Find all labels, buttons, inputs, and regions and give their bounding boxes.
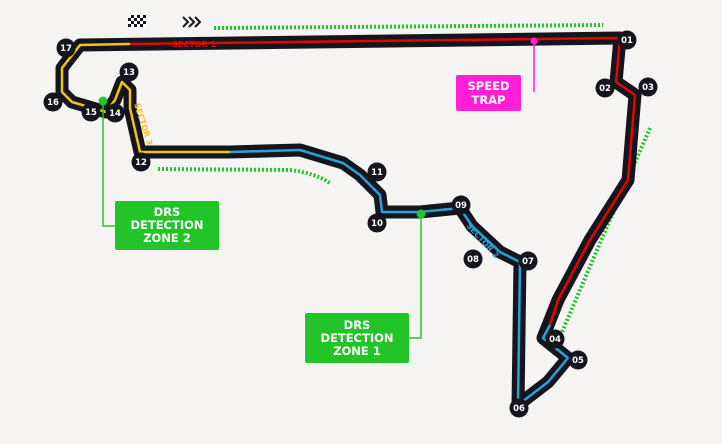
svg-text:09: 09 [455, 201, 467, 211]
sector1-line [129, 36, 637, 326]
turn-marker-15: 15 [81, 102, 101, 122]
svg-text:03: 03 [642, 83, 654, 93]
drs-zone-2-line3: ZONE 2 [143, 231, 191, 245]
turn-marker-13: 13 [119, 62, 139, 82]
svg-text:04: 04 [549, 335, 561, 345]
svg-text:17: 17 [60, 44, 72, 54]
drs-zone-2-marker [98, 96, 108, 106]
svg-text:07: 07 [522, 257, 534, 267]
svg-text:08: 08 [467, 255, 479, 265]
drs-zone-1-marker [416, 209, 426, 219]
drs-zone-back-straight [560, 127, 652, 333]
turn-marker-05: 05 [568, 350, 588, 370]
turn-marker-06: 06 [509, 398, 529, 418]
drs-zone-2-callout: DRS DETECTION ZONE 2 [115, 201, 219, 250]
drs-zone-2-leader [102, 101, 115, 227]
turn-marker-16: 16 [43, 92, 63, 112]
sector1-label: SECTOR 1 [172, 40, 216, 49]
drs-zone-1-line2: DETECTION [320, 331, 393, 345]
speed-trap-marker [530, 37, 538, 45]
drs-zone-2-line1: DRS [154, 205, 181, 219]
drs-zone-1-callout: DRS DETECTION ZONE 1 [305, 313, 409, 363]
svg-text:05: 05 [572, 356, 584, 366]
svg-text:16: 16 [47, 98, 59, 108]
turn-marker-02: 02 [595, 78, 615, 98]
turn-markers: 01 02 03 04 05 06 07 08 09 10 11 12 13 1… [43, 30, 658, 418]
drs-zone-main-straight [213, 23, 604, 30]
speed-trap-line1: SPEED [468, 79, 510, 93]
drs-zone-1-line1: DRS [344, 318, 371, 332]
direction-chevrons-icon [182, 16, 202, 28]
svg-text:01: 01 [621, 36, 633, 46]
sector2-line [229, 148, 570, 407]
turn-marker-08: 08 [463, 249, 483, 269]
turn-marker-04: 04 [545, 329, 565, 349]
turn-marker-11: 11 [367, 162, 387, 182]
drs-zone-1-leader [409, 214, 422, 339]
svg-text:15: 15 [85, 108, 97, 118]
turn-marker-17: 17 [56, 38, 76, 58]
svg-text:10: 10 [371, 219, 383, 229]
turn-marker-01: 01 [617, 30, 637, 50]
svg-text:11: 11 [371, 168, 383, 178]
checkered-flag-icon [128, 15, 146, 27]
drs-zone-sector3 [157, 167, 332, 185]
turn-marker-12: 12 [131, 152, 151, 172]
speed-trap-line2: TRAP [471, 93, 505, 107]
turn-marker-03: 03 [638, 77, 658, 97]
turn-marker-07: 07 [518, 251, 538, 271]
turn-marker-09: 09 [451, 195, 471, 215]
callout-leaders [98, 37, 538, 339]
svg-text:14: 14 [109, 109, 121, 119]
svg-text:06: 06 [513, 404, 525, 414]
svg-text:12: 12 [135, 158, 147, 168]
drs-zone-2-line2: DETECTION [130, 218, 203, 232]
turn-marker-10: 10 [367, 213, 387, 233]
drs-zone-1-line3: ZONE 1 [333, 344, 381, 358]
speed-trap-callout: SPEED TRAP [456, 75, 521, 111]
svg-text:13: 13 [123, 68, 135, 78]
svg-text:02: 02 [599, 84, 611, 94]
drs-zones [157, 23, 652, 333]
turn-marker-14: 14 [105, 103, 125, 123]
